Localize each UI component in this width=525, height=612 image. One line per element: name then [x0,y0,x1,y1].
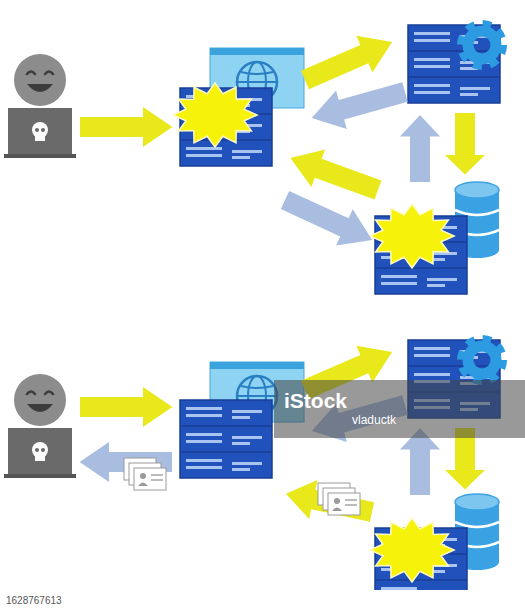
hacker-icon [4,374,76,478]
gear-icon [461,339,503,381]
query-arrow [445,113,485,175]
leak-arrow [282,474,376,531]
result-arrow [400,115,440,182]
attack-arrow [80,107,172,147]
hacker-icon [4,54,76,158]
explosion [370,518,454,582]
result-arrow [400,428,440,495]
data-docs [318,483,360,515]
explosion [173,83,257,147]
attack-arrow [80,387,172,427]
web-server [180,400,272,478]
explosion [370,204,454,268]
watermark-credit: vlaductk [352,414,396,426]
response-arrow [306,73,410,138]
gear-icon [461,24,503,66]
watermark-logo: iStock [284,390,347,411]
footer-band [0,590,525,612]
watermark-band [274,380,525,438]
image-id: 1628767613 [6,596,62,606]
data-docs [124,458,166,490]
request-arrow [297,24,400,99]
return-arrow [277,182,381,258]
